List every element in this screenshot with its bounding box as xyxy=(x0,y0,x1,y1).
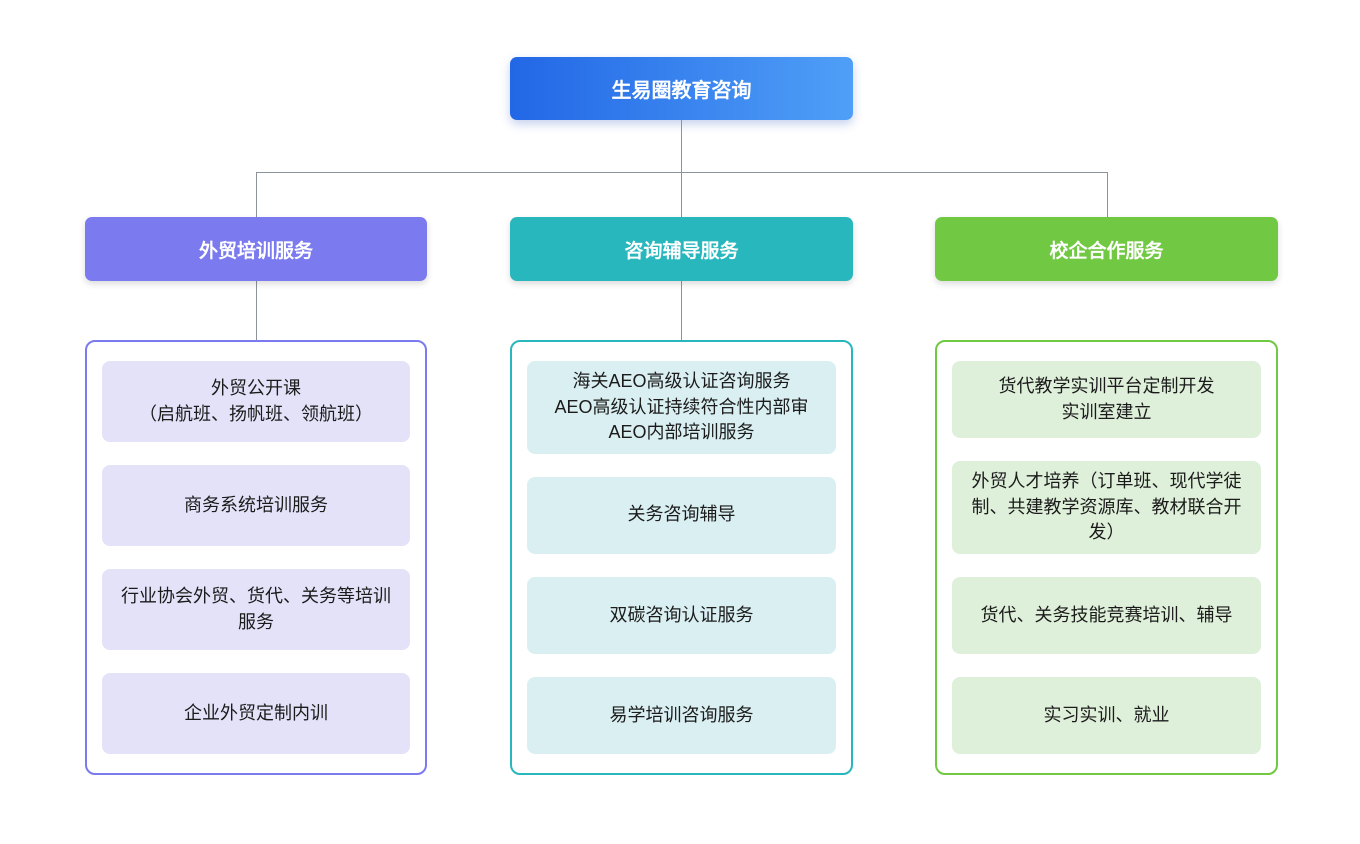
branch-item: 实习实训、就业 xyxy=(952,676,1261,755)
branch-item: 易学培训咨询服务 xyxy=(527,676,836,755)
branch-item: 外贸公开课 （启航班、扬帆班、领航班） xyxy=(102,361,410,442)
branch-item: 货代、关务技能竞赛培训、辅导 xyxy=(952,576,1261,654)
connector-branch-training xyxy=(256,281,257,340)
branch-item: 货代教学实训平台定制开发 实训室建立 xyxy=(952,361,1261,439)
branch-consulting: 咨询辅导服务 海关AEO高级认证咨询服务 AEO高级认证持续符合性内部审 AEO… xyxy=(510,217,853,775)
connector-horizontal xyxy=(256,172,1107,173)
connector-root-vertical xyxy=(681,120,682,217)
branch-school-enterprise: 校企合作服务 货代教学实训平台定制开发 实训室建立 外贸人才培养（订单班、现代学… xyxy=(935,217,1278,775)
branch-training-header: 外贸培训服务 xyxy=(85,217,427,281)
branch-item: 海关AEO高级认证咨询服务 AEO高级认证持续符合性内部审 AEO内部培训服务 xyxy=(527,361,836,454)
branch-school-enterprise-body: 货代教学实训平台定制开发 实训室建立 外贸人才培养（订单班、现代学徒制、共建教学… xyxy=(935,340,1278,775)
root-node: 生易圈教育咨询 xyxy=(510,57,853,120)
branch-training-label: 外贸培训服务 xyxy=(198,240,313,262)
branch-item: 双碳咨询认证服务 xyxy=(527,576,836,654)
branch-training: 外贸培训服务 外贸公开课 （启航班、扬帆班、领航班） 商务系统培训服务 行业协会… xyxy=(85,217,427,775)
branch-school-enterprise-header: 校企合作服务 xyxy=(935,217,1278,281)
branch-school-enterprise-label: 校企合作服务 xyxy=(1049,240,1164,262)
branch-item: 关务咨询辅导 xyxy=(527,476,836,554)
connector-drop-left xyxy=(256,172,257,217)
branch-item: 商务系统培训服务 xyxy=(102,465,410,546)
branch-consulting-label: 咨询辅导服务 xyxy=(624,240,739,262)
branch-training-body: 外贸公开课 （启航班、扬帆班、领航班） 商务系统培训服务 行业协会外贸、货代、关… xyxy=(85,340,427,775)
branch-item: 外贸人才培养（订单班、现代学徒制、共建教学资源库、教材联合开发） xyxy=(952,461,1261,554)
branch-consulting-body: 海关AEO高级认证咨询服务 AEO高级认证持续符合性内部审 AEO内部培训服务 … xyxy=(510,340,853,775)
connector-branch-consulting xyxy=(681,281,682,340)
branch-item: 行业协会外贸、货代、关务等培训服务 xyxy=(102,569,410,650)
branch-consulting-header: 咨询辅导服务 xyxy=(510,217,853,281)
connector-drop-right xyxy=(1107,172,1108,217)
root-node-label: 生易圈教育咨询 xyxy=(611,80,752,102)
branch-item: 企业外贸定制内训 xyxy=(102,673,410,754)
